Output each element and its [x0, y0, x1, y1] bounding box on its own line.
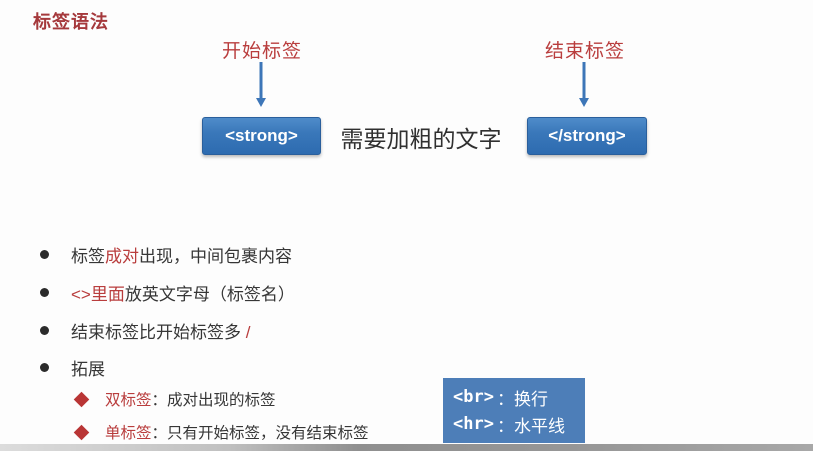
note-line: <br> ：换行 [453, 384, 575, 411]
note-desc: ：水平线 [496, 416, 565, 436]
bullet-icon [40, 325, 49, 335]
bullet-text: 标签成对出现，中间包裹内容 [71, 246, 292, 266]
note-desc: ：换行 [496, 389, 548, 409]
open-tag-box: <strong> [202, 117, 321, 155]
bullet-text-highlight: <>里面 [71, 284, 125, 304]
diamond-icon [73, 424, 90, 440]
bullet-item: 标签成对出现，中间包裹内容 [40, 243, 292, 266]
note-tag-br: <br> [453, 387, 494, 407]
bullet-text: 拓展 [71, 359, 105, 379]
sub-bullet-term: 单标签 [105, 425, 152, 442]
sub-bullet-item: 单标签：只有开始标签，没有结束标签 [73, 422, 369, 442]
middle-content-text: 需要加粗的文字 [340, 126, 502, 152]
bullet-item: 拓展 [40, 356, 105, 379]
bullet-text: 结束标签比开始标签多 / [71, 322, 251, 342]
bullet-icon [40, 362, 49, 372]
down-arrow-icon [255, 60, 267, 108]
close-tag-box: </strong> [527, 117, 647, 155]
diamond-icon [73, 391, 90, 407]
bullet-item: <>里面放英文字母（标签名） [40, 281, 295, 304]
bullet-text-highlight: / [245, 322, 251, 342]
note-box: <br> ：换行 <hr> ：水平线 [443, 378, 585, 443]
start-tag-label: 开始标签 [221, 41, 302, 62]
end-tag-label: 结束标签 [544, 41, 625, 62]
bullet-icon [40, 249, 49, 259]
down-arrow-icon [578, 60, 590, 108]
note-tag-hr: <hr> [453, 414, 494, 434]
bullet-text-highlight: 成对 [105, 246, 139, 266]
sub-bullet-text: 双标签：成对出现的标签 [105, 392, 276, 409]
bullet-text: <>里面放英文字母（标签名） [71, 284, 295, 304]
video-progress-bar[interactable] [0, 444, 813, 451]
sub-bullet-item: 双标签：成对出现的标签 [73, 389, 276, 409]
sub-bullet-term: 双标签 [105, 392, 152, 409]
bullet-item: 结束标签比开始标签多 / [40, 319, 251, 342]
bullet-icon [40, 287, 49, 297]
note-line: <hr> ：水平线 [453, 411, 575, 438]
page-title: 标签语法 [33, 12, 109, 32]
sub-bullet-text: 单标签：只有开始标签，没有结束标签 [105, 425, 369, 442]
